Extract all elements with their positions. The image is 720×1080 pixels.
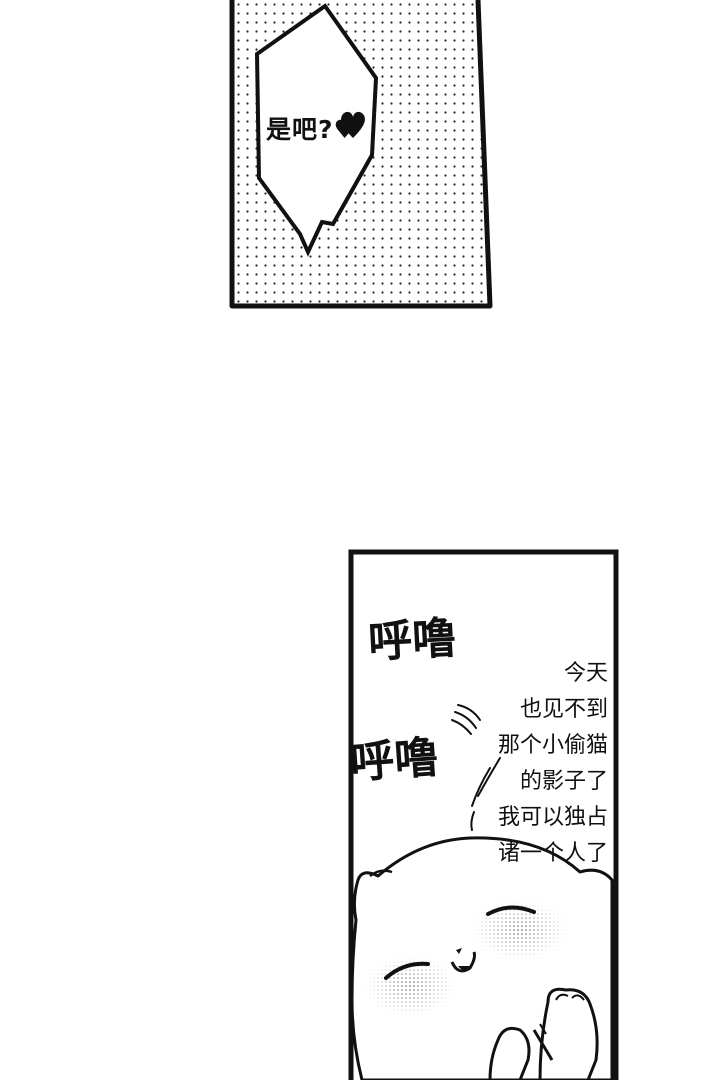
monologue-line: 的影子了 (519, 769, 608, 794)
monologue-line: 那个小偷猫 (497, 733, 608, 758)
sfx-purr-1: 呼噜 (366, 612, 458, 669)
inner-monologue: 今天 也见不到 那个小偷猫 的影子了 我可以独占 诸一个人了 (498, 656, 608, 872)
monologue-line: 我可以独占 (497, 805, 608, 830)
cat-face-icon (350, 836, 614, 1080)
monologue-line: 诸一个人了 (497, 841, 608, 866)
sfx-purr-2: 呼噜 (348, 731, 440, 789)
speech-bubble (254, 3, 379, 257)
bottom-panel (348, 549, 619, 1080)
motion-lines-icon (451, 704, 501, 831)
monologue-line: 今天 (563, 661, 608, 686)
top-panel (229, 0, 493, 309)
heart-icon (341, 111, 365, 138)
monologue-line: 也见不到 (519, 697, 608, 722)
speech-text: 是吧?♥ (266, 115, 357, 144)
